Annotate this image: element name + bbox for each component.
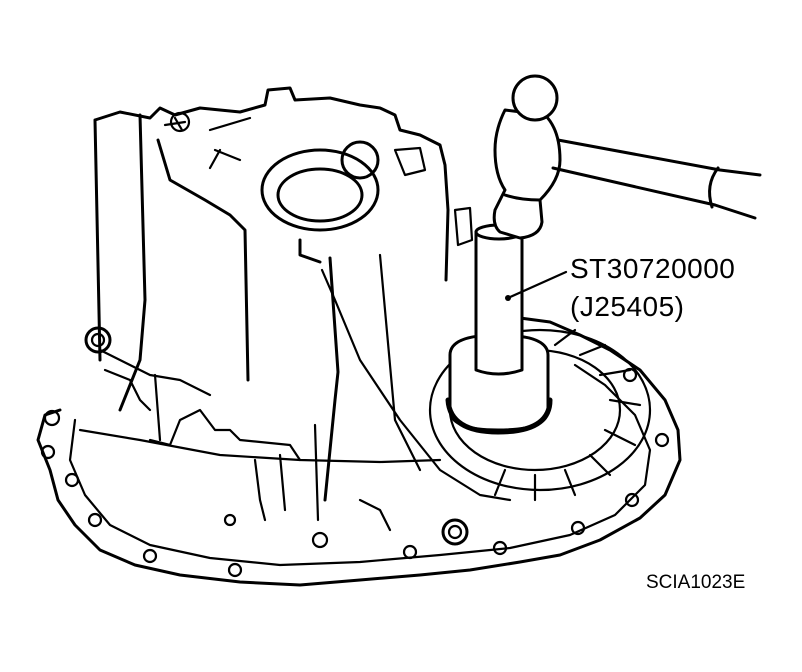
callout-part-number: ST30720000 [570,253,736,284]
hammer-handle-grip [708,166,720,209]
case-flange-outline [36,316,682,587]
bolt-hole-large [441,518,469,546]
hammer-handle [551,138,762,220]
drift-tool-shaft [474,230,524,376]
case-top-boss-hole [340,140,380,180]
hammer-neck [503,193,542,202]
bolt-hole [624,492,640,508]
bolt-hole [64,472,80,488]
case-left-wall [118,113,250,412]
bolt-hole [402,544,418,560]
case-rib [253,453,287,522]
case-rib [98,348,212,412]
case-top-boss [260,148,380,232]
case-rib [320,253,512,502]
callout-alt-part-number: (J25405) [570,291,685,322]
hammer-head [492,108,562,240]
drift-tool [445,223,568,435]
drift-tool-base-rim [445,397,553,435]
case-top-boss-inner [276,167,364,223]
bolt-hole [447,524,463,540]
hammer-peen [511,74,559,122]
case-small-boss [169,111,191,133]
bolt-hole [87,512,103,528]
bolt-hole [654,432,670,448]
bearing-housing-outer [428,328,652,492]
case-rib [208,116,252,170]
bolt-hole [43,409,61,427]
case-upper-body [93,86,450,362]
bolt-hole [223,513,237,527]
bolt-hole [492,540,508,556]
case-rib [163,116,187,132]
case-rib [453,206,474,247]
case-flange-inner-edge [68,363,652,567]
bolt-hole [142,548,158,564]
case-rib [393,146,427,177]
drift-tool-leader-line [506,270,568,300]
hammer [492,74,762,240]
case-rib [78,428,442,464]
case-rib [148,373,302,462]
bolt-hole [311,531,329,549]
figure-id: SCIA1023E [646,572,746,593]
case-inner-column [298,238,340,502]
case-rib [313,423,392,532]
bolt-hole [40,444,56,460]
bolt-hole [227,562,243,578]
bearing-housing-ribs [493,328,642,502]
bolt-hole [570,520,586,536]
